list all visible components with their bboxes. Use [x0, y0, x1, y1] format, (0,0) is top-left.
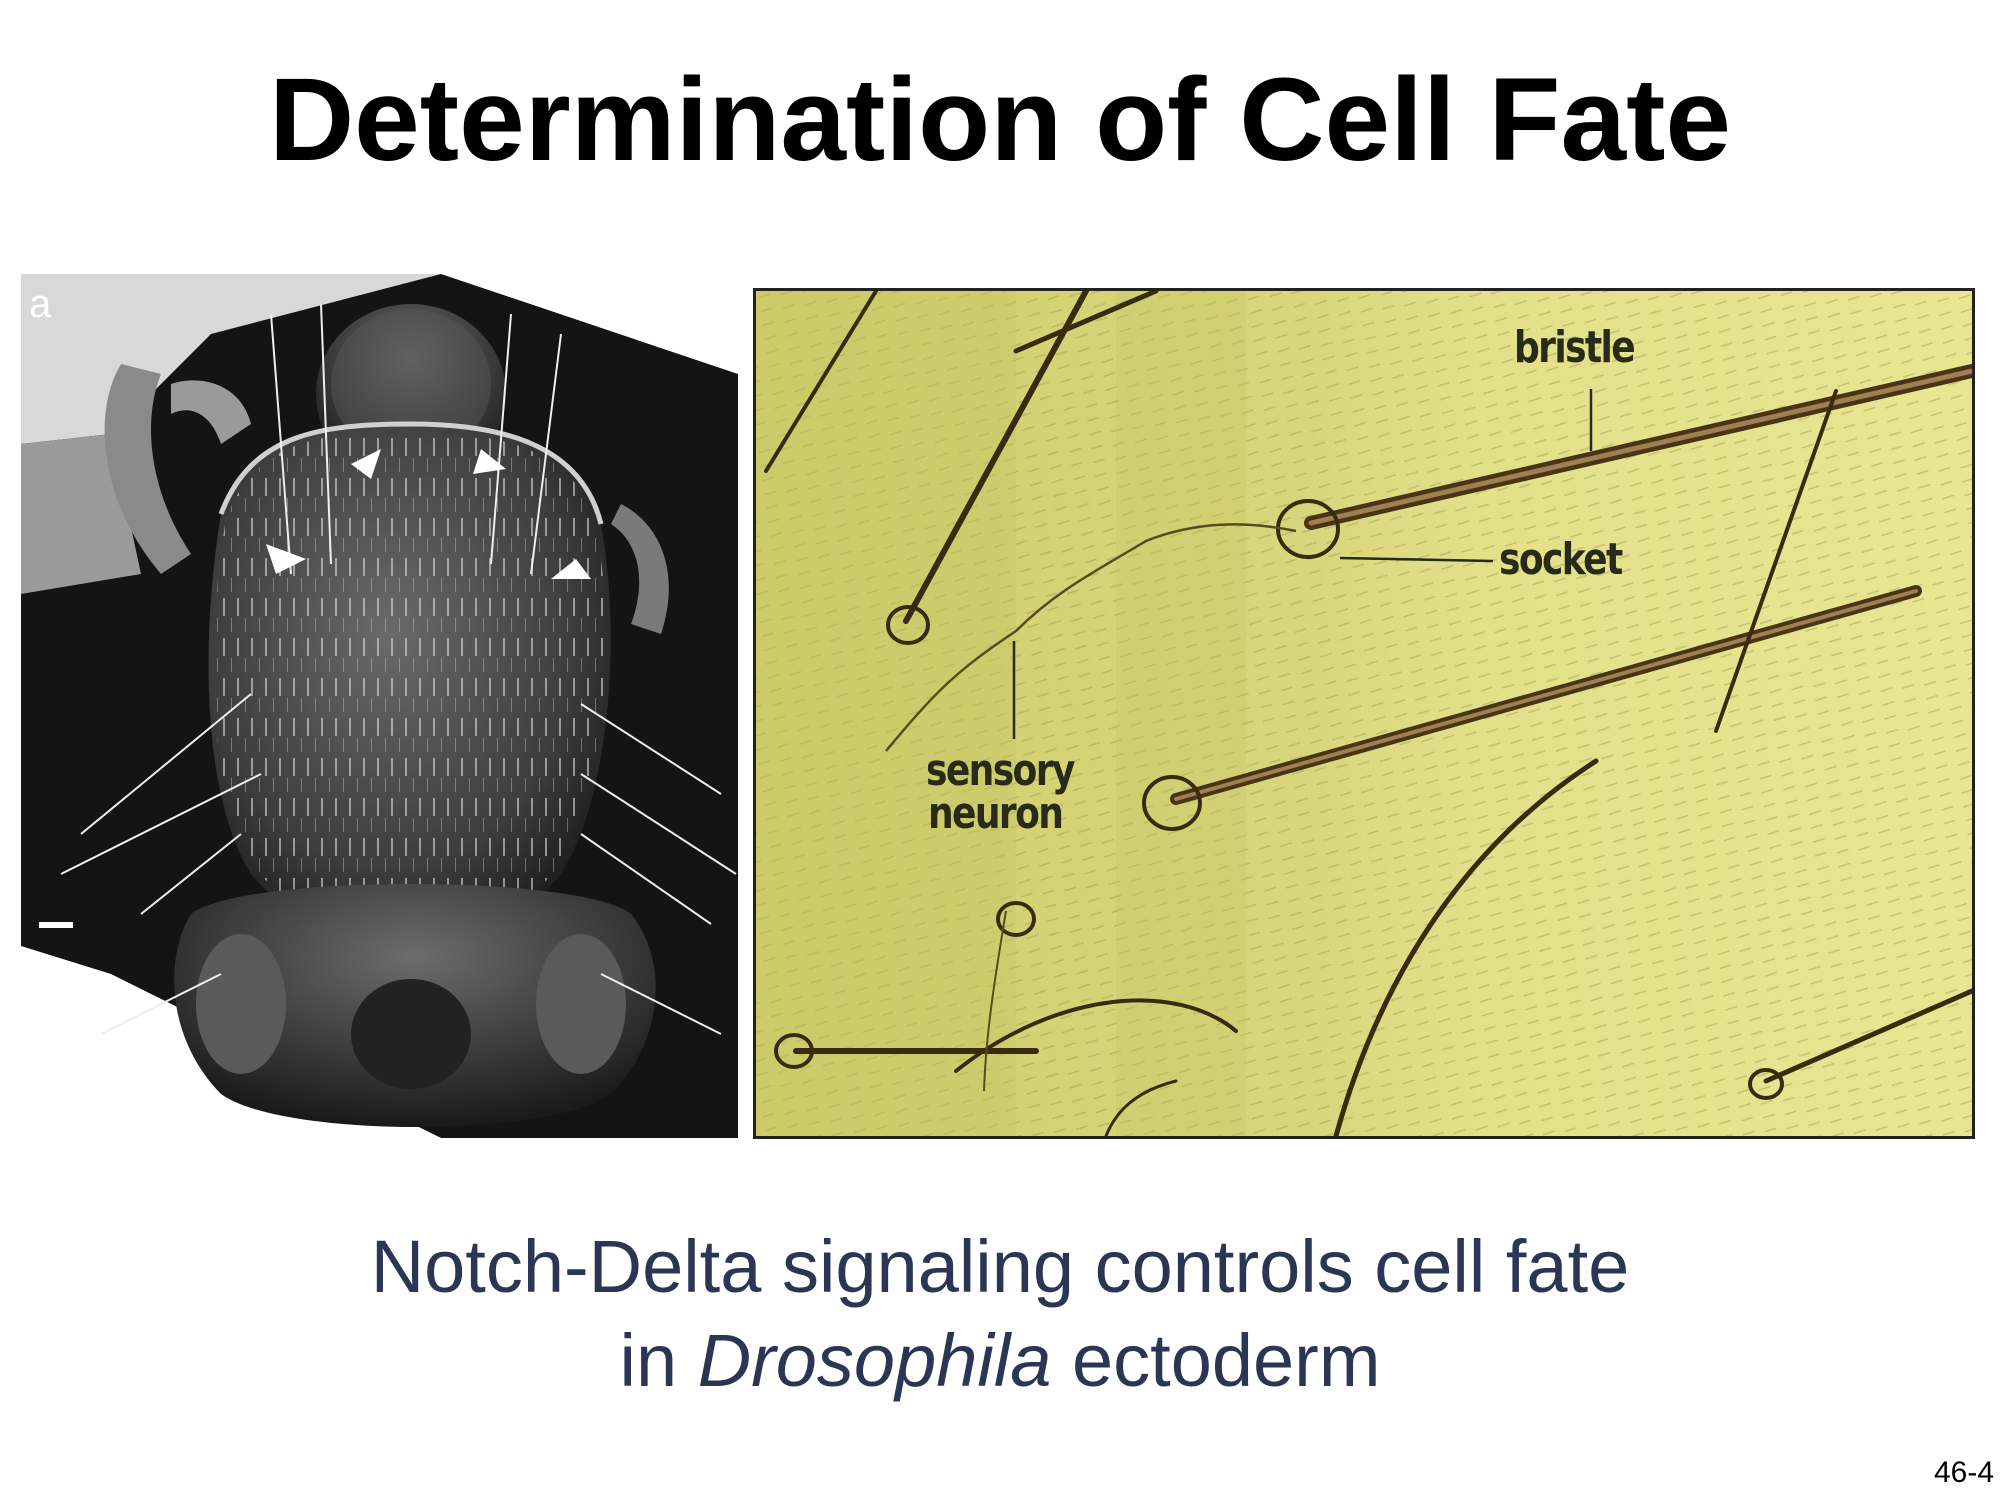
neuron-label: neuron — [928, 788, 1064, 839]
sensory-label: sensory — [926, 745, 1075, 796]
socket-label: socket — [1499, 534, 1623, 585]
slide-number: 46-4 — [1933, 1456, 1994, 1489]
slide-title: Determination of Cell Fate — [268, 54, 1732, 186]
caption-prefix: in — [619, 1319, 698, 1402]
caption-line-2: in Drosophila ectoderm — [0, 1314, 2000, 1408]
caption-species: Drosophila — [697, 1319, 1052, 1402]
panel-letter: a — [29, 282, 52, 326]
bristle-label: bristle — [1514, 322, 1636, 373]
bristle-micrograph: bristle socket sensory neuron — [753, 288, 1975, 1139]
slide-caption: Notch-Delta signaling controls cell fate… — [0, 1220, 2000, 1408]
sem-fly-image: a — [21, 274, 738, 1138]
caption-line-1: Notch-Delta signaling controls cell fate — [370, 1225, 1630, 1308]
caption-suffix: ectoderm — [1051, 1319, 1381, 1402]
